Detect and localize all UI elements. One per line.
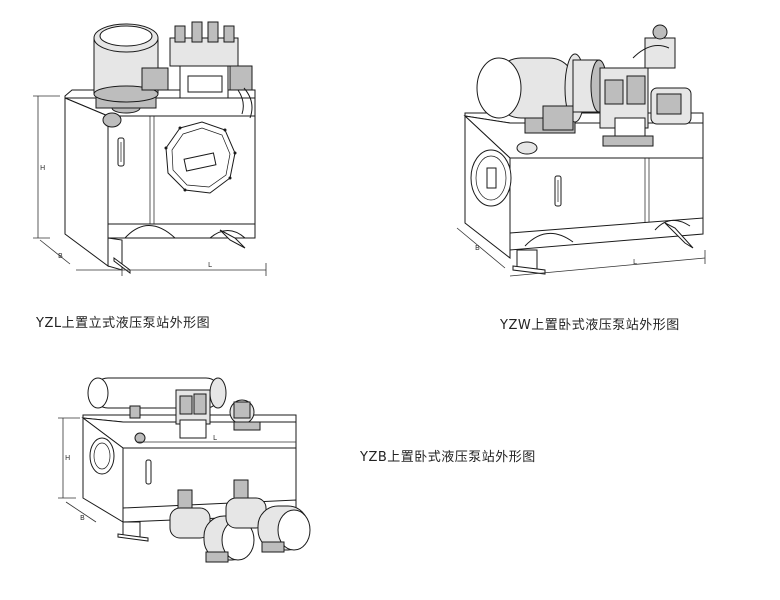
yzl-tank (65, 90, 255, 273)
yzb-valve-stack (176, 390, 260, 438)
figure-yzl: H B L (30, 8, 270, 283)
yzl-dim-length: L (208, 261, 212, 269)
yzw-inspection-cover (471, 150, 511, 206)
yzl-dim-depth: B (58, 252, 63, 260)
figure-yzb: H B L (58, 360, 328, 590)
yzl-level-gauge (118, 138, 124, 166)
yzb-level-gauge (146, 460, 151, 484)
yzb-dim-depth: B (80, 514, 85, 522)
yzb-drawing: H B L (58, 360, 328, 590)
yzl-drawing: H B L (30, 8, 270, 283)
caption-yzw: YZW上置卧式液压泵站外形图 (500, 318, 680, 333)
yzl-inspection-cover (164, 122, 237, 193)
yzb-dimensions: H B L (58, 418, 296, 522)
yzb-dim-height: H (65, 454, 70, 462)
yzw-valve-stack (600, 25, 691, 146)
yzw-dimensions: B L (457, 228, 705, 276)
yzl-valve-stack (170, 22, 252, 118)
yzw-dim-length: L (633, 258, 637, 266)
figure-yzw: B L (455, 18, 720, 288)
caption-yzl: YZL上置立式液压泵站外形图 (36, 316, 211, 331)
yzb-pump-right (226, 480, 310, 552)
yzw-motor (477, 54, 607, 154)
caption-yzb: YZB上置卧式液压泵站外形图 (360, 450, 536, 465)
yzl-dim-height: H (40, 164, 45, 172)
yzl-motor (94, 24, 168, 127)
yzb-inspection-cover (90, 438, 114, 474)
yzl-dimensions: H B L (33, 96, 266, 276)
yzw-dim-depth: B (475, 244, 480, 252)
yzw-level-gauge (555, 176, 561, 206)
yzb-dim-length: L (213, 434, 217, 442)
yzw-drawing: B L (455, 18, 720, 288)
